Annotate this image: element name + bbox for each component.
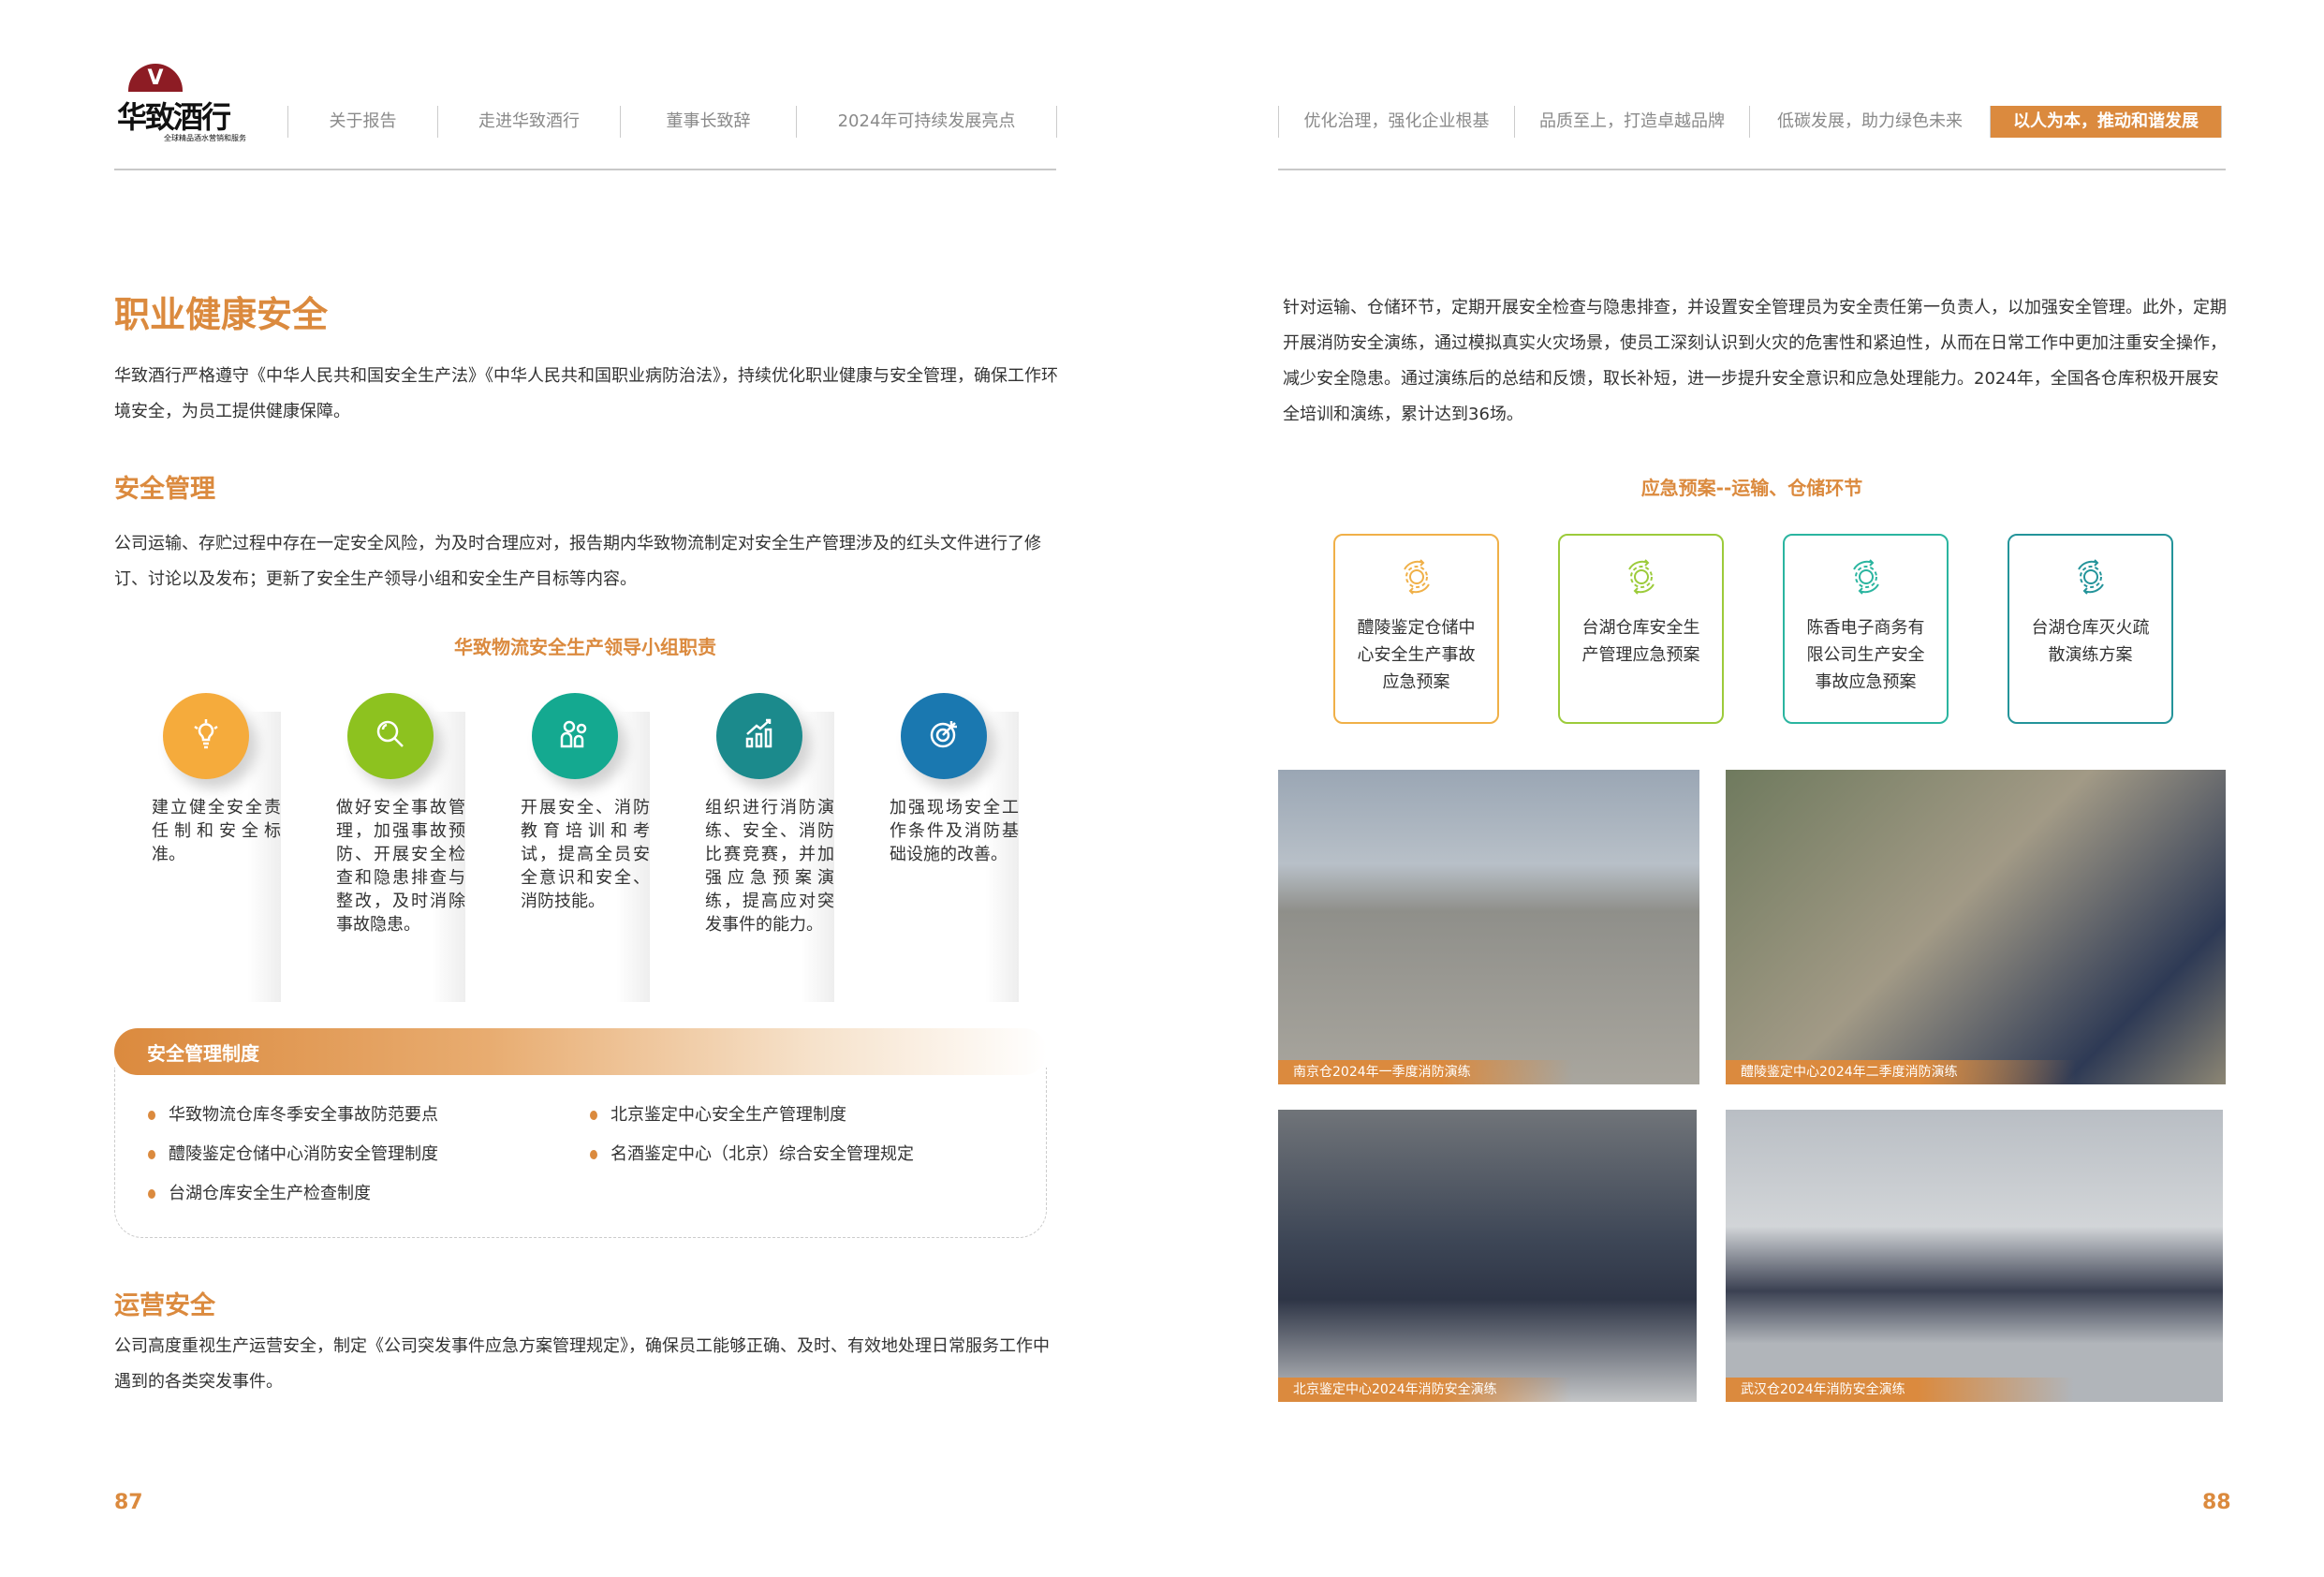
intro-text: 华致酒行严格遵守《中华人民共和国安全生产法》《中华人民共和国职业病防治法》，持续… [114,366,1058,421]
nav-company[interactable]: 走进华致酒行 [438,106,621,138]
duty-circle [163,693,249,779]
duty-text: 加强现场安全工作条件及消防基础设施的改善。 [890,798,1019,864]
photo-liling-drill: 醴陵鉴定中心2024年二季度消防演练 [1726,770,2226,1084]
ops-heading: 运营安全 [114,1291,215,1320]
lightbulb-icon [187,715,225,757]
nav-governance[interactable]: 优化治理，强化企业根基 [1279,106,1515,138]
ops-text: 公司高度重视生产运营安全，制定《公司突发事件应急方案管理规定》，确保员工能够正确… [114,1336,1050,1392]
duty-circle [716,693,802,779]
plan-text: 台湖仓库安全生产管理应急预案 [1581,618,1700,665]
nav-quality[interactable]: 品质至上，打造卓越品牌 [1515,106,1750,138]
plan-title: 应急预案--运输、仓储环节 [1640,477,1863,499]
nav-about-report[interactable]: 关于报告 [288,106,438,138]
plan-text: 醴陵鉴定仓储中心安全生产事故应急预案 [1357,618,1476,692]
list-item: 台湖仓库安全生产检查制度 [148,1180,371,1204]
photo-beijing-drill: 北京鉴定中心2024年消防安全演练 [1278,1110,1697,1402]
logo-tagline: 全球精品酒水营销和服务 [164,134,246,142]
gear-cycle-icon [1627,559,1655,595]
nav-highlights[interactable]: 2024年可持续发展亮点 [797,106,1057,138]
system-title: 安全管理制度 [147,1042,259,1065]
divider [114,169,1056,170]
people-icon [556,715,594,757]
logo: V 华致酒行 全球精品酒水营销和服务 [117,64,253,144]
nav-left: 关于报告 走进华致酒行 董事长致辞 2024年可持续发展亮点 [287,106,1057,138]
magnifier-icon [372,715,409,757]
list-item: 华致物流仓库冬季安全事故防范要点 [148,1101,438,1126]
plan-card: 台湖仓库安全生产管理应急预案 [1558,534,1724,724]
page-number: 87 [114,1491,143,1514]
nav-chairman[interactable]: 董事长致辞 [621,106,797,138]
plan-card: 醴陵鉴定仓储中心安全生产事故应急预案 [1333,534,1499,724]
nav-people[interactable]: 以人为本，推动和谐发展 [1991,106,2222,138]
system-box [114,1068,1047,1238]
plan-card: 台湖仓库灭火疏散演练方案 [2008,534,2173,724]
logo-seal: V [128,64,183,92]
duty-text: 组织进行消防演练、安全、消防比赛竞赛，并加强应急预案演练，提高应对突发事件的能力… [705,798,834,935]
page-number: 88 [2202,1491,2231,1514]
duty-circle [347,693,434,779]
divider [1278,169,2226,170]
plan-text: 陈香电子商务有限公司生产安全事故应急预案 [1806,618,1925,692]
duty-text: 开展安全、消防教育培训和考试，提高全员安全意识和安全、消防技能。 [521,798,650,911]
nav-right: 优化治理，强化企业根基 品质至上，打造卓越品牌 低碳发展，助力绿色未来 以人为本… [1278,106,2222,138]
duty-text: 做好安全事故管理，加强事故预防、开展安全检查和隐患排查与整改，及时消除事故隐患。 [336,798,465,935]
right-text: 针对运输、仓储环节，定期开展安全检查与隐患排查，并设置安全管理员为安全责任第一负… [1283,298,2227,424]
safety-heading: 安全管理 [114,475,215,504]
duty-text: 建立健全安全责任制和安全标准。 [152,798,281,864]
target-icon [925,715,963,757]
system-bar: 安全管理制度 [114,1028,1047,1075]
gear-cycle-icon [1403,559,1430,595]
bar-chart-icon [741,715,778,757]
list-item: 名酒鉴定中心（北京）综合安全管理规定 [590,1141,914,1165]
duty-circle [901,693,987,779]
page-title: 职业健康安全 [114,294,329,335]
plan-card: 陈香电子商务有限公司生产安全事故应急预案 [1783,534,1949,724]
safety-text: 公司运输、存贮过程中存在一定安全风险，为及时合理应对，报告期内华致物流制定对安全… [114,534,1041,589]
plan-text: 台湖仓库灭火疏散演练方案 [2031,618,2150,665]
gear-cycle-icon [1852,559,1879,595]
list-item: 北京鉴定中心安全生产管理制度 [590,1101,846,1126]
duty-circle [532,693,618,779]
list-item: 醴陵鉴定仓储中心消防安全管理制度 [148,1141,438,1165]
photo-nanjing-drill: 南京仓2024年一季度消防演练 [1278,770,1699,1084]
photo-wuhan-drill: 武汉仓2024年消防安全演练 [1726,1110,2223,1402]
group-title: 华致物流安全生产领导小组职责 [454,636,716,658]
gear-cycle-icon [2077,559,2104,595]
nav-green[interactable]: 低碳发展，助力绿色未来 [1750,106,1991,138]
logo-name: 华致酒行 [117,99,231,135]
